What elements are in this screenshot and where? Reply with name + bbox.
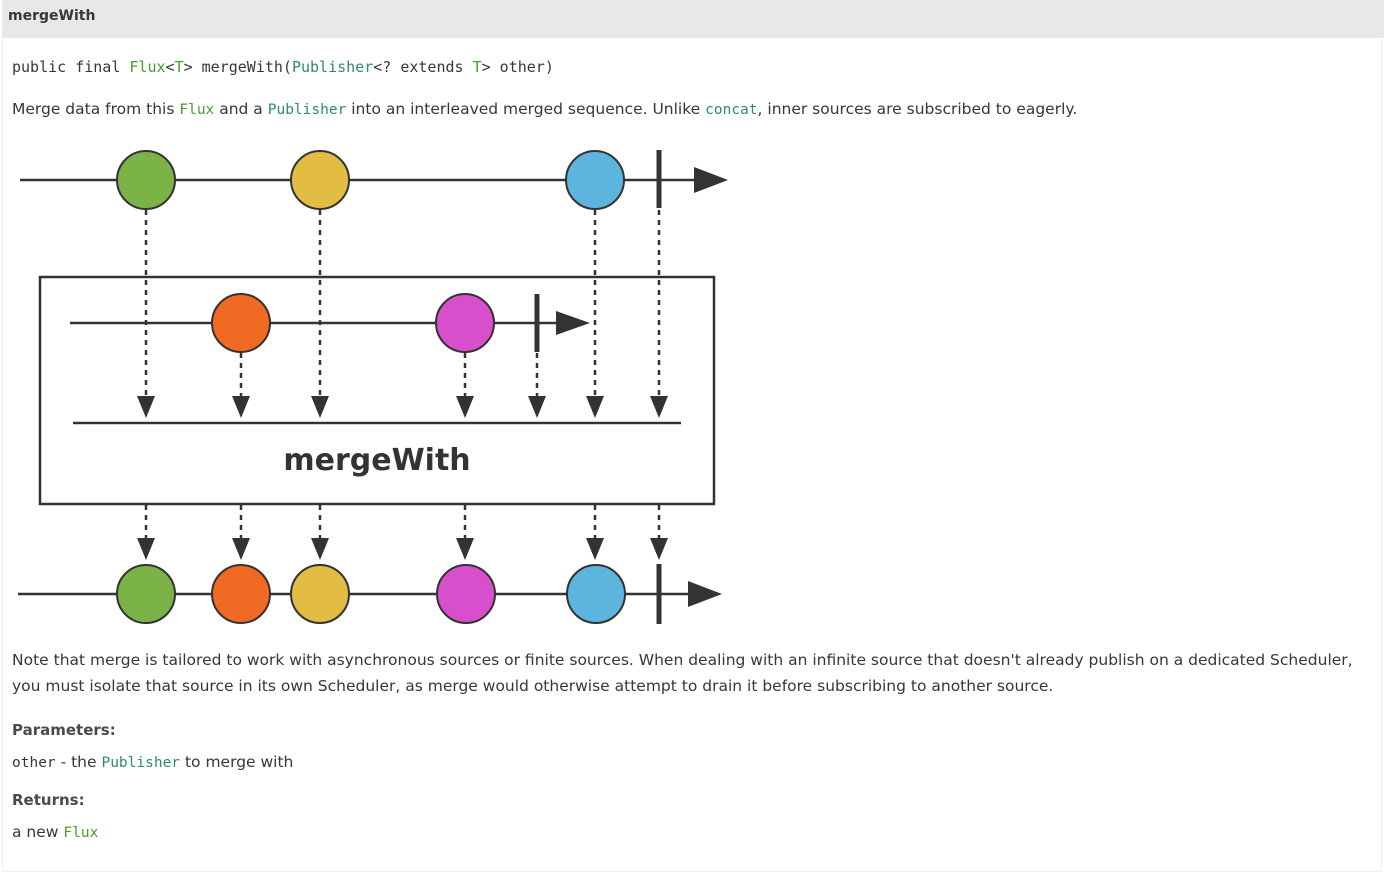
output-timeline-arrowhead xyxy=(688,581,722,607)
returns-prefix: a new xyxy=(12,823,64,841)
marble-diagram: mergeWith xyxy=(18,150,728,624)
other-marble-orange xyxy=(211,293,271,353)
arrowhead-magenta-in xyxy=(456,396,474,418)
signature-gt: > xyxy=(183,58,202,76)
operator-label: mergeWith xyxy=(283,443,470,478)
parameters-label: Parameters: xyxy=(12,721,116,739)
parameter-description: other - the Publisher to merge with xyxy=(12,749,293,776)
return-type-link[interactable]: Flux xyxy=(129,58,166,76)
other-marble-magenta xyxy=(435,293,495,353)
description-text-2: and a xyxy=(214,100,268,118)
returns-type-link[interactable]: Flux xyxy=(63,825,99,841)
source-timeline-arrowhead xyxy=(694,167,728,193)
arrowhead-blue-out xyxy=(586,538,604,560)
method-signature: public final Flux<T> mergeWith(Publisher… xyxy=(12,58,554,76)
note-line-2: you must isolate that source in its own … xyxy=(12,677,1054,695)
output-marble-blue xyxy=(566,564,626,624)
arrowhead-blue-in xyxy=(586,396,604,418)
arrowhead-other-complete-in xyxy=(528,396,546,418)
source-timeline xyxy=(20,150,728,210)
arrowhead-orange-in xyxy=(232,396,250,418)
returns-description: a new Flux xyxy=(12,819,98,846)
other-timeline-arrowhead xyxy=(556,311,590,335)
method-description: Merge data from this Flux and a Publishe… xyxy=(12,96,1077,123)
output-marble-magenta xyxy=(436,564,496,624)
source-marble-green xyxy=(116,150,176,210)
return-generic-link[interactable]: T xyxy=(174,58,184,76)
arrowhead-orange-out xyxy=(232,538,250,560)
parameter-dash: - the xyxy=(55,753,102,771)
flux-link[interactable]: Flux xyxy=(179,102,215,118)
other-timeline xyxy=(70,293,590,353)
member-header: mergeWith xyxy=(2,0,1384,38)
input-dashed-lines xyxy=(144,210,661,398)
arrowhead-complete-out xyxy=(650,538,668,560)
signature-modifiers: public final xyxy=(12,58,130,76)
parameter-rest: to merge with xyxy=(180,753,294,771)
operator-box xyxy=(38,275,716,506)
output-timeline xyxy=(18,564,722,624)
parameter-type-link[interactable]: Publisher xyxy=(101,755,181,771)
arrowhead-magenta-out xyxy=(456,538,474,560)
description-text-3: into an interleaved merged sequence. Unl… xyxy=(346,100,706,118)
output-arrowheads xyxy=(137,538,668,560)
description-text-4: , inner sources are subscribed to eagerl… xyxy=(757,100,1078,118)
concat-link[interactable]: concat xyxy=(705,102,758,118)
arrowhead-yellow-in xyxy=(311,396,329,418)
arrowhead-green-in xyxy=(137,396,155,418)
param-generic-link[interactable]: T xyxy=(472,58,482,76)
output-dashed-lines xyxy=(144,505,661,540)
signature-method-name: mergeWith( xyxy=(201,58,292,76)
param-type-link[interactable]: Publisher xyxy=(291,58,374,76)
publisher-link[interactable]: Publisher xyxy=(267,102,347,118)
note-line-1: Note that merge is tailored to work with… xyxy=(12,651,1353,669)
arrowhead-complete-in xyxy=(650,396,668,418)
source-marble-blue xyxy=(565,150,625,210)
source-marble-yellow xyxy=(290,150,350,210)
parameter-name: other xyxy=(12,755,56,771)
signature-lt: < xyxy=(165,58,175,76)
signature-generic-open: <? extends xyxy=(373,58,473,76)
output-marble-orange xyxy=(211,564,271,624)
member-title: mergeWith xyxy=(8,8,96,24)
returns-label: Returns: xyxy=(12,791,85,809)
note-paragraph: Note that merge is tailored to work with… xyxy=(12,647,1377,699)
arrowhead-green-out xyxy=(137,538,155,560)
input-arrowheads xyxy=(137,396,668,418)
description-text-1: Merge data from this xyxy=(12,100,180,118)
signature-rest: > other) xyxy=(481,58,554,76)
output-marble-green xyxy=(116,564,176,624)
output-marble-yellow xyxy=(290,564,350,624)
arrowhead-yellow-out xyxy=(311,538,329,560)
